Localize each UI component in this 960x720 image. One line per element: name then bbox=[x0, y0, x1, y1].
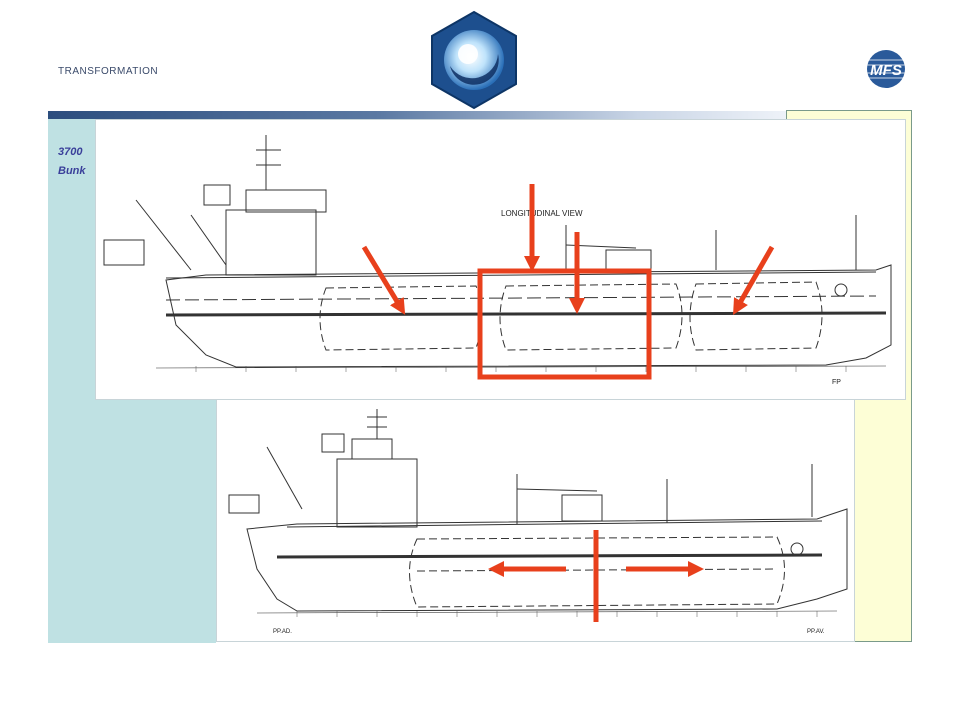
center-emblem-logo bbox=[431, 10, 517, 110]
title-gradient-bar bbox=[48, 111, 786, 119]
slide-subtitle: 3700 Bunk bbox=[58, 143, 98, 181]
label-fp: FP bbox=[832, 379, 841, 386]
mfs-logo-text: MFS bbox=[870, 62, 902, 79]
mfs-logo: MFS bbox=[867, 50, 905, 88]
ship-drawing-top: LONGITUDINAL VIEW FP bbox=[95, 119, 906, 400]
ship-profile-bottom: PP.AD. PP.AV. bbox=[228, 409, 848, 635]
label-pp-av: PP.AV. bbox=[807, 629, 825, 635]
subtitle-line-1: 3700 bbox=[58, 146, 83, 158]
longitudinal-view-label: LONGITUDINAL VIEW bbox=[501, 209, 583, 218]
ship-profile-top: LONGITUDINAL VIEW FP bbox=[103, 135, 892, 386]
subtitle-line-2: Bunk bbox=[58, 165, 86, 177]
page-header-title: TRANSFORMATION bbox=[58, 66, 159, 77]
ship-drawing-bottom: PP.AD. PP.AV. bbox=[216, 398, 855, 642]
label-pp-ad: PP.AD. bbox=[273, 629, 292, 635]
